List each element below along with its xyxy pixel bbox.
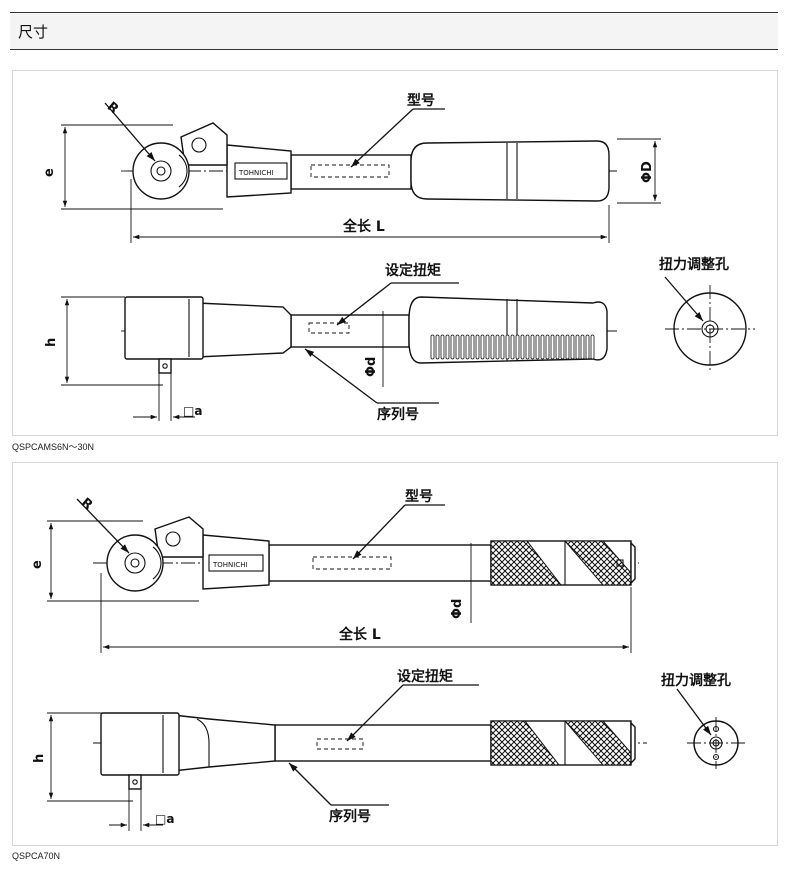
section-header: 尺寸 [10,12,778,50]
knurl-ridge [455,334,460,360]
label-set-torque: 设定扭矩 [385,262,441,279]
label-h-2: h [32,754,47,763]
label-total-length-2: 全长 L [338,626,381,643]
label-set-torque-2: 设定扭矩 [397,668,453,685]
knurl-ridge [580,334,585,360]
section-title: 尺寸 [18,23,49,41]
label-adjust-hole: 扭力调整孔 [659,256,729,273]
wrench-diagram-1: TOHNICHI e ΦD 全长 L R 型号 [42,92,755,423]
diagram-panel-1: TOHNICHI e ΦD 全长 L R 型号 [12,70,778,436]
knurl-ridge [590,334,595,360]
end-view: 扭力调整孔 [659,256,755,373]
knurl-ridge [550,334,555,360]
knurl-ridge [490,334,495,360]
top-view-2: TOHNICHI e Φd 全长 L R 型号 [30,488,639,653]
knurl-ridge [525,334,530,360]
label-model-2: 型号 [405,488,433,505]
label-square-a: □a [183,404,202,418]
knurl-ridge [460,334,465,360]
knurl-ridge [495,334,500,360]
caption-1: QSPCAMS6N～30N [12,442,95,452]
label-model: 型号 [407,92,435,109]
knurl-ridge [445,334,450,360]
knurl-ridge [555,334,560,360]
knurl-ridge [465,334,470,360]
knurl-ridge [435,334,440,360]
label-h: h [44,338,59,347]
label-R-2: R [78,495,95,513]
label-serial-2: 序列号 [329,808,371,825]
knurl-ridge [500,334,505,360]
label-R: R [104,99,121,117]
knurl-ridge [470,334,475,360]
end-view-2: 扭力调整孔 [661,672,745,769]
brand-label-2: TOHNICHI [212,561,248,569]
knurl-ridge [505,334,510,360]
knurl-ridge [560,334,565,360]
caption-2: QSPCA70N [12,851,61,861]
knurl-ridge [485,334,490,360]
knurl-ridge [520,334,525,360]
knurl-ridge [480,334,485,360]
grip-knurl-1 [430,334,595,360]
knurl-ridge [510,334,515,360]
knurl-ridge [515,334,520,360]
knurl-ridge [450,334,455,360]
top-view: TOHNICHI e ΦD 全长 L R 型号 [42,92,661,243]
knurl-ridge [575,334,580,360]
label-square-a-2: □a [155,812,174,826]
wrench-diagram-2: TOHNICHI e Φd 全长 L R 型号 [30,488,745,831]
label-adjust-hole-2: 扭力调整孔 [661,672,731,689]
label-serial: 序列号 [377,406,419,423]
side-view-2: h □a 设定扭矩 序列号 [32,668,647,831]
knurl-ridge [530,334,535,360]
label-e: e [42,168,57,177]
knurl-ridge [545,334,550,360]
knurl-ridge [570,334,575,360]
label-phi-d: Φd [364,357,379,377]
knurl-ridge [475,334,480,360]
label-total-length: 全长 L [342,218,385,235]
knurl-ridge [535,334,540,360]
side-view: h Φd □a 设定扭矩 序列号 [44,262,617,423]
knurl-ridge [440,334,445,360]
brand-label: TOHNICHI [238,169,274,177]
label-e-2: e [30,560,45,569]
knurl-ridge [430,334,435,360]
knurl-ridge [540,334,545,360]
diagram-panel-2: TOHNICHI e Φd 全长 L R 型号 [12,462,778,846]
knurl-ridge [565,334,570,360]
label-phi-D: ΦD [640,161,655,183]
knurl-ridge [585,334,590,360]
label-phi-d-2: Φd [450,599,465,619]
